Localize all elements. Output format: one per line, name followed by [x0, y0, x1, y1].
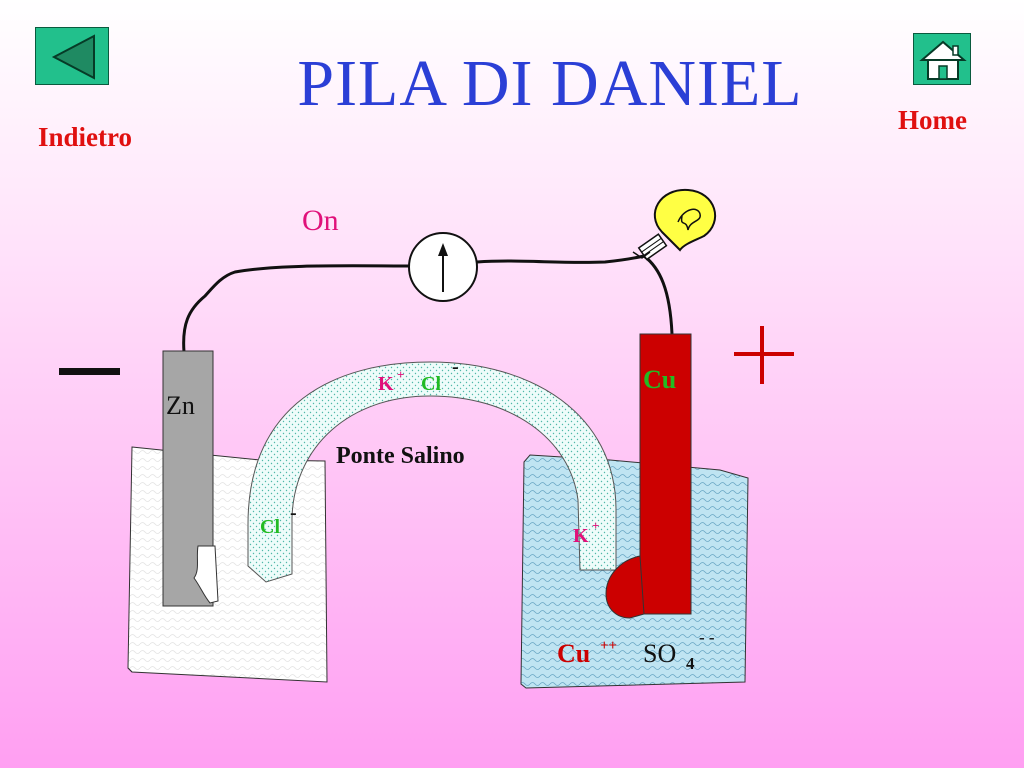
circuit-wire-right: [476, 254, 674, 335]
ion-top-cation: K: [378, 373, 394, 395]
anode-symbol: Zn: [166, 391, 195, 420]
solution-anion-charge: - -: [699, 628, 715, 647]
salt-bridge-label: Ponte Salino: [336, 443, 465, 469]
light-bulb-icon: [632, 188, 717, 261]
salt-bridge: [247, 361, 617, 583]
solution-anion-subscript: 4: [686, 654, 695, 673]
switch-label: On: [302, 204, 339, 237]
ion-top-anion: Cl: [421, 373, 441, 395]
ion-right-cation: K: [573, 525, 589, 547]
back-button[interactable]: [35, 27, 109, 85]
copper-deposit: [605, 555, 645, 619]
house-icon: [919, 40, 967, 80]
page-title: PILA DI DANIEL: [297, 47, 803, 120]
solution-cation-charge: ++: [600, 638, 617, 654]
home-button[interactable]: [913, 33, 971, 85]
ion-top-cation-charge: +: [397, 367, 404, 382]
circuit-wire-left: [182, 264, 412, 353]
plus-sign: [734, 326, 794, 384]
minus-sign: [59, 368, 120, 375]
triangle-left-icon: [51, 34, 95, 80]
home-label[interactable]: Home: [898, 105, 967, 135]
cathode-symbol: Cu: [643, 365, 676, 394]
copper-electrode: [639, 333, 692, 615]
ion-left-anion-charge: -: [290, 502, 297, 524]
meter-icon: [408, 232, 478, 302]
ion-right-cation-charge: +: [592, 518, 599, 533]
ion-top-anion-charge: -: [452, 356, 459, 378]
back-label[interactable]: Indietro: [38, 122, 133, 152]
solution-anion: SO: [643, 639, 676, 668]
solution-cation: Cu: [557, 639, 590, 668]
ion-left-anion: Cl: [260, 516, 280, 538]
